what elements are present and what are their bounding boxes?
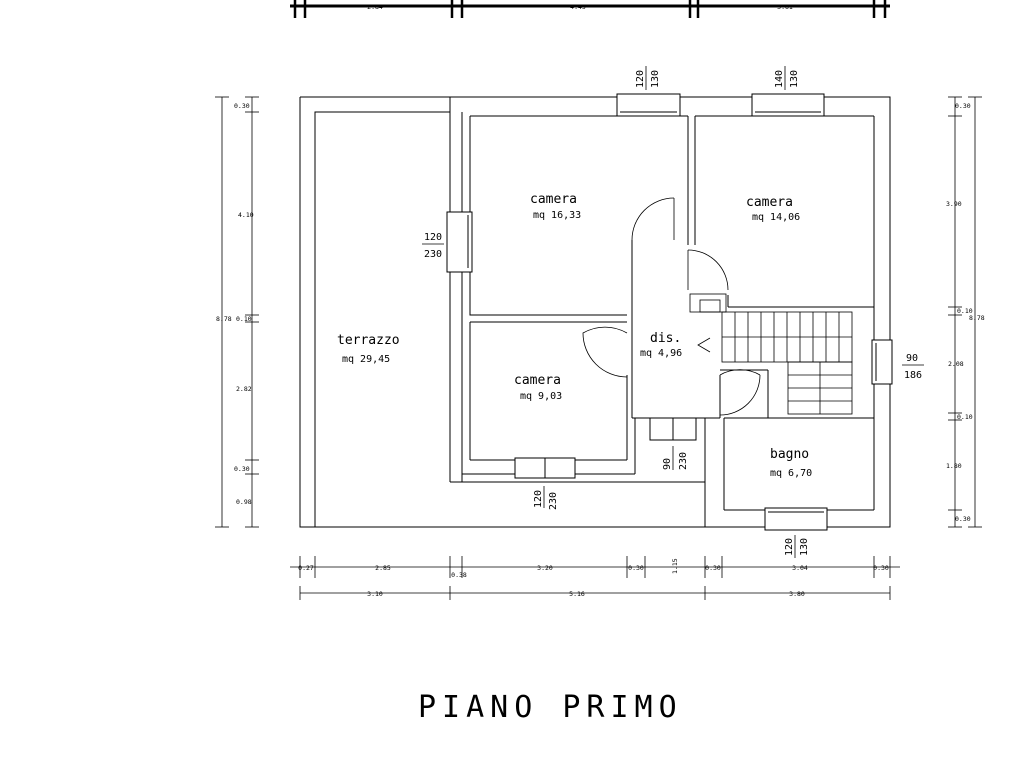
opening-bagno-bottom-width: 120: [784, 538, 795, 556]
dim-left-6: 0.98: [236, 498, 252, 506]
room-name-terrazzo: terrazzo: [337, 333, 400, 348]
dim-bottom1-1: 0.27: [298, 564, 314, 572]
opening-labels: 120 130 140 130 120 230 90 186 120 230 9…: [422, 66, 924, 558]
room-area-camera-3: mq 9,03: [520, 391, 562, 402]
windows: [446, 93, 893, 531]
plan-title: PIANO PRIMO: [418, 690, 683, 725]
opening-top-left-height: 130: [650, 70, 661, 88]
dim-bottom1-9: 0.30: [873, 564, 889, 572]
left-dimension-lines: 8.78 0.30 4.10 0.10 2.82 0.30 0.98: [215, 96, 259, 528]
dim-bottom1-2: 2.85: [375, 564, 391, 572]
dim-right-6: 1.80: [946, 462, 962, 470]
dim-bottom1-8: 3.04: [792, 564, 808, 572]
dim-top-1: 2.84: [367, 3, 383, 11]
room-area-camera-2: mq 14,06: [752, 212, 800, 223]
opening-top-right-height: 130: [789, 70, 800, 88]
dim-left-total: 8.78: [216, 315, 232, 323]
top-dimension-line: 2.84 4.45 3.61: [290, 0, 890, 18]
opening-left-wall-width: 120: [424, 232, 442, 243]
dim-left-4: 2.82: [236, 385, 252, 393]
dim-right-1: 0.30: [955, 102, 971, 110]
dim-bottom1-7: 0.30: [705, 564, 721, 572]
dim-right-3: 0.10: [957, 307, 973, 315]
dim-right-7: 0.30: [955, 515, 971, 523]
dim-right-total: 8.78: [969, 314, 985, 322]
dim-right-5: 0.10: [957, 413, 973, 421]
dim-bottom1-3: 0.38: [451, 571, 467, 579]
dim-left-2: 4.10: [238, 211, 254, 219]
dim-bottom2-1: 3.10: [367, 590, 383, 598]
room-area-dis: mq 4,96: [640, 348, 682, 359]
room-name-camera-1: camera: [530, 192, 577, 207]
opening-dis-bottom-height: 230: [678, 452, 689, 470]
dim-left-1: 0.30: [234, 102, 250, 110]
room-name-dis: dis.: [650, 331, 681, 346]
room-name-bagno: bagno: [770, 447, 809, 462]
door-swings: [582, 197, 761, 416]
dim-left-3: 0.10: [236, 315, 252, 323]
dim-bottom1-4: 3.20: [537, 564, 553, 572]
opening-top-right-width: 140: [774, 70, 785, 88]
dim-bottom2-3: 3.80: [789, 590, 805, 598]
opening-left-wall-height: 230: [424, 249, 442, 260]
dim-right-4: 2.08: [948, 360, 964, 368]
room-name-camera-2: camera: [746, 195, 793, 210]
dim-top-3: 3.61: [777, 3, 793, 11]
dim-left-5: 0.30: [234, 465, 250, 473]
staircase: [697, 311, 853, 415]
dim-right-2: 3.90: [946, 200, 962, 208]
room-name-camera-3: camera: [514, 373, 561, 388]
room-labels: terrazzo mq 29,45 camera mq 16,33 camera…: [337, 192, 812, 479]
opening-bagno-bottom-height: 130: [799, 538, 810, 556]
bottom-dimension-lines: 0.27 2.85 0.38 3.20 0.30 1.15 0.30 3.04 …: [290, 556, 900, 600]
right-dimension-lines: 8.78 0.30 3.90 0.10 2.08 0.10 1.80 0.30: [946, 96, 985, 528]
opening-top-left-width: 120: [635, 70, 646, 88]
interior-walls: [462, 116, 874, 510]
room-area-terrazzo: mq 29,45: [342, 354, 390, 365]
room-area-camera-1: mq 16,33: [533, 210, 581, 221]
dim-bottom1-5: 0.30: [628, 564, 644, 572]
dim-top-2: 4.45: [570, 3, 586, 11]
opening-dis-bottom-width: 90: [662, 458, 673, 470]
opening-camera-bottom-height: 230: [548, 492, 559, 510]
dim-bottom2-2: 5.16: [569, 590, 585, 598]
opening-camera-bottom-width: 120: [533, 490, 544, 508]
opening-right-wall-width: 90: [906, 353, 918, 364]
room-area-bagno: mq 6,70: [770, 468, 812, 479]
opening-right-wall-height: 186: [904, 370, 922, 381]
dim-bottom1-6: 1.15: [671, 558, 679, 574]
